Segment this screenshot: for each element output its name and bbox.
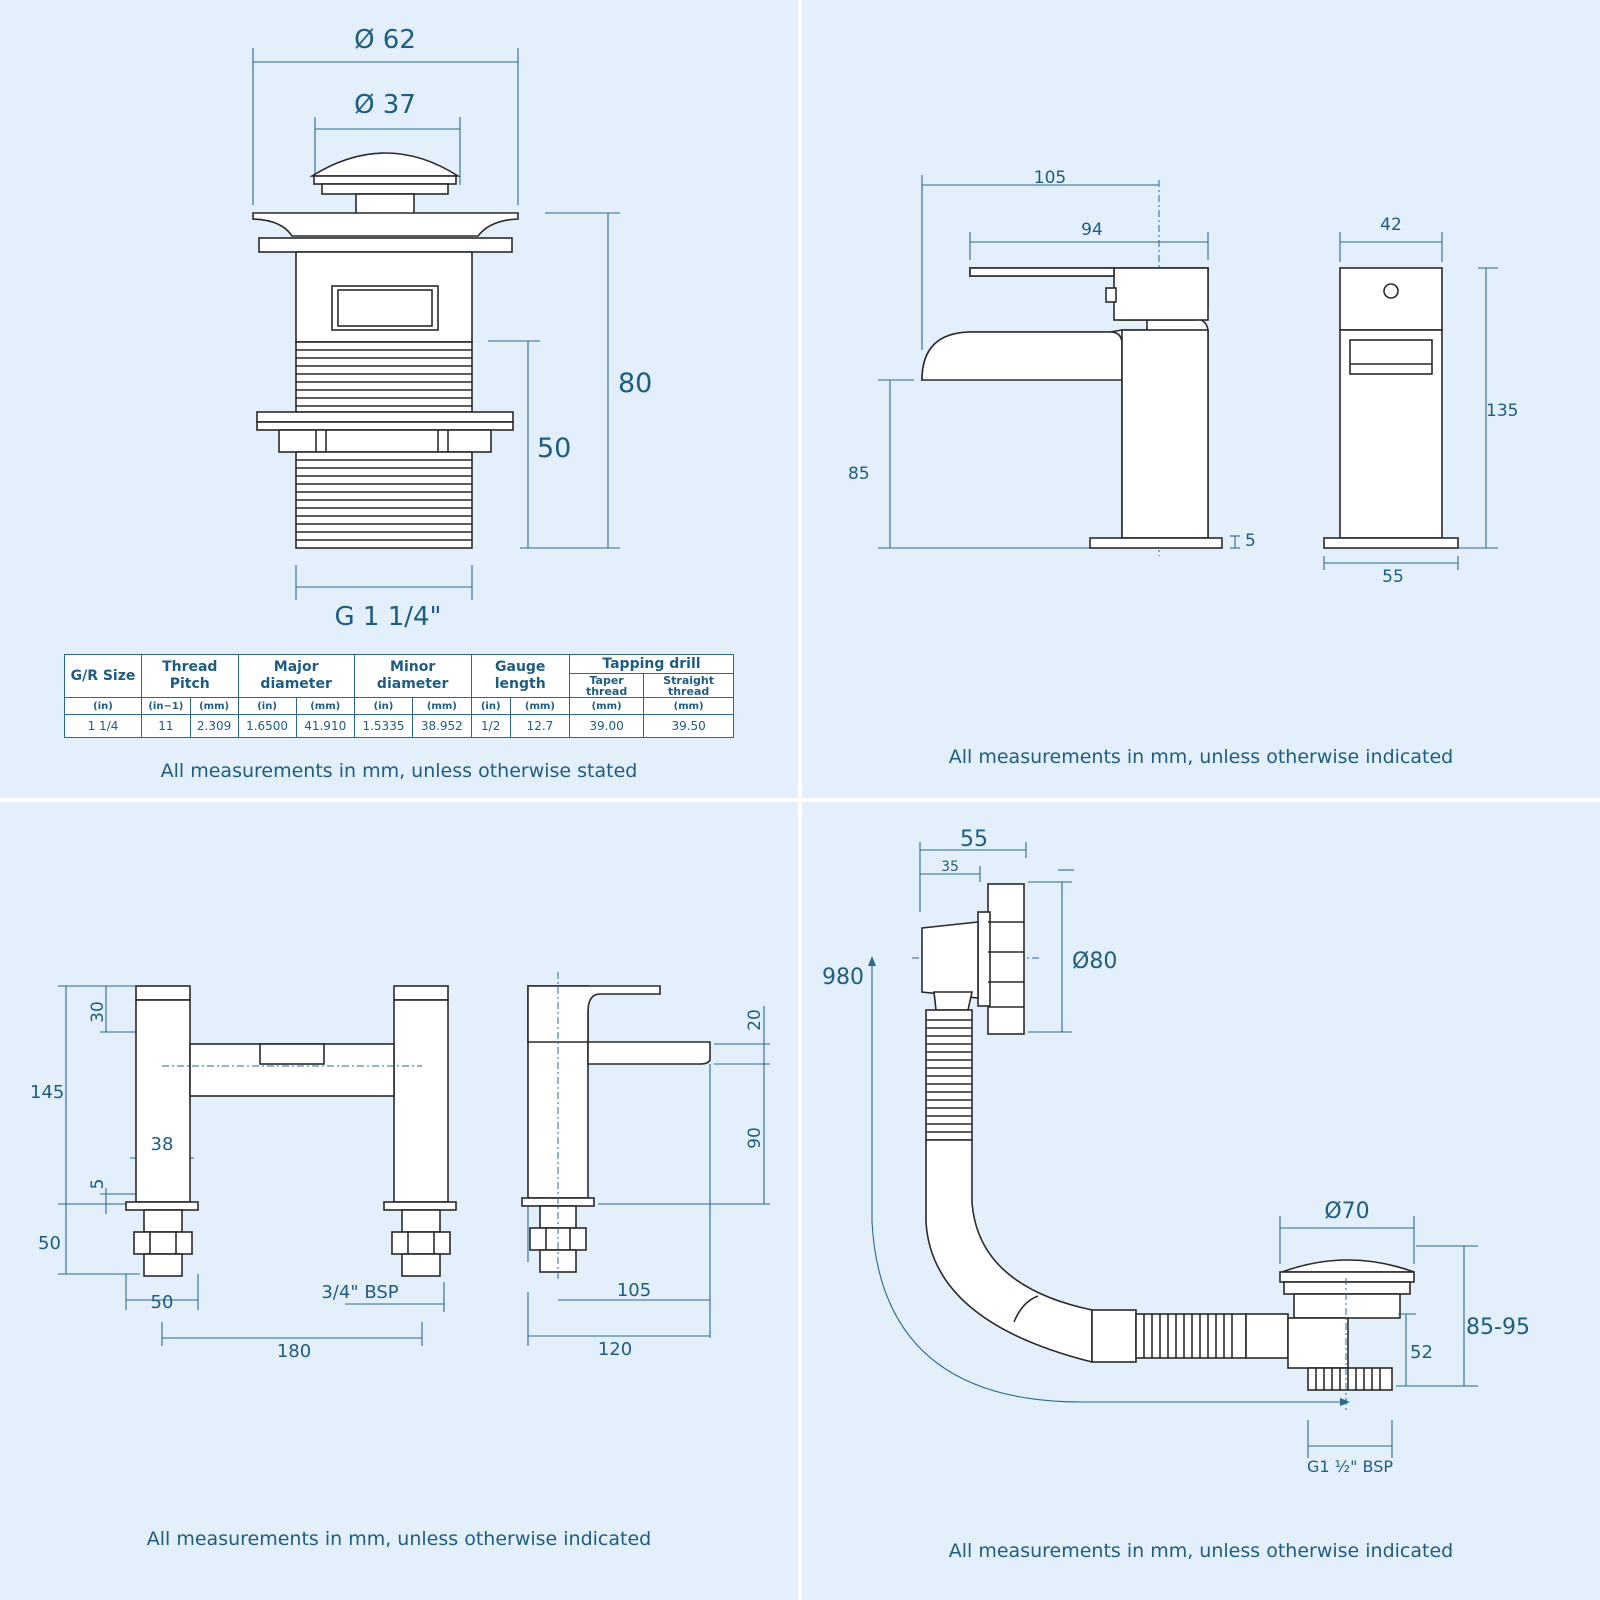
overflow-depth: 55	[960, 827, 988, 852]
waste-diameter: Ø70	[1324, 1199, 1369, 1224]
table-cell: 1.6500	[237, 714, 297, 738]
col-straight-thread: Straight thread	[643, 673, 734, 698]
pipe-length: 980	[822, 965, 864, 990]
panel-divider	[0, 798, 1600, 802]
col-thread-pitch: Thread Pitch	[141, 654, 239, 698]
bath-bsp: 3/4" BSP	[321, 1282, 398, 1303]
waste-tail-length: 52	[1410, 1342, 1433, 1363]
table-cell: 1 1/4	[64, 714, 142, 738]
table-unit: (mm)	[295, 697, 355, 715]
bath-centres: 180	[277, 1341, 311, 1362]
table-row: 1 1/4 11 2.309 1.6500 41.910 1.5335 38.9…	[64, 714, 734, 738]
table-unit: (in)	[470, 697, 511, 715]
bath-spout-thickness: 20	[745, 1009, 765, 1031]
col-gr-size: G/R Size	[64, 654, 142, 698]
table-cell: 1.5335	[353, 714, 414, 738]
bath-spout-height: 90	[745, 1127, 765, 1149]
bath-tail-width: 50	[151, 1292, 174, 1313]
table-cell: 12.7	[509, 714, 570, 738]
basin-caption: All measurements in mm, unless otherwise…	[948, 746, 1454, 768]
table-cell: 41.910	[295, 714, 355, 738]
table-unit: (mm)	[643, 697, 734, 715]
overflow-diameter: Ø80	[1072, 949, 1117, 974]
basin-body-width: 42	[1380, 215, 1402, 235]
bath-base-thickness: 5	[88, 1179, 108, 1190]
table-cell: 38.952	[412, 714, 472, 738]
table-unit: (mm)	[189, 697, 239, 715]
basin-base-width: 55	[1382, 567, 1404, 587]
waste-height: 80	[618, 368, 652, 399]
waste-thread-size: G 1 1/4"	[334, 602, 441, 632]
table-units-row: (in) (in−1) (mm) (in) (mm) (in) (mm) (in…	[64, 697, 734, 715]
bath-top-height: 30	[88, 1001, 108, 1023]
waste-height-range: 85-95	[1466, 1315, 1530, 1340]
panel-click-waste: Ø 62 Ø 37 80 50 G 1 1/4" G/R Size Thread…	[0, 0, 798, 798]
overflow-inner-depth: 35	[941, 859, 959, 875]
basin-height: 135	[1486, 401, 1518, 421]
panel-bath-filler: 30 145 38 5 50 50 180 3/4" BSP 20 90 105…	[0, 802, 798, 1600]
bath-tail-length: 50	[38, 1233, 61, 1254]
table-cell: 2.309	[189, 714, 239, 738]
table-unit: (mm)	[509, 697, 570, 715]
waste-caption: All measurements in mm, unless otherwise…	[160, 760, 638, 782]
table-unit: (in)	[64, 697, 142, 715]
table-unit: (in)	[353, 697, 414, 715]
bath-caption: All measurements in mm, unless otherwise…	[146, 1528, 652, 1550]
table-unit: (mm)	[412, 697, 472, 715]
table-unit: (mm)	[568, 697, 645, 715]
table-unit: (in−1)	[141, 697, 191, 715]
thread-spec-table: G/R Size Thread Pitch Major diameter Min…	[64, 654, 735, 738]
table-cell: 39.00	[568, 714, 645, 738]
bath-depth: 120	[598, 1339, 632, 1360]
bath-filler-drawing: 30 145 38 5 50 50 180 3/4" BSP 20 90 105…	[30, 972, 770, 1362]
table-unit: (in)	[237, 697, 297, 715]
bath-total-height: 145	[30, 1082, 64, 1103]
col-gauge-length: Gauge length	[470, 654, 570, 698]
waste-outer-diameter: Ø 62	[354, 25, 416, 55]
col-taper-thread: Taper thread	[568, 673, 645, 698]
waste-inner-diameter: Ø 37	[354, 90, 416, 120]
bath-body-width: 38	[151, 1134, 174, 1155]
col-tapping-drill: Tapping drill	[568, 654, 735, 674]
waste-thread-length: 50	[537, 433, 571, 464]
bath-waste-drawing: 55 35 Ø80 980 Ø70 85-95 52 G1 ½" BSP	[822, 827, 1530, 1476]
bath-waste-caption: All measurements in mm, unless otherwise…	[948, 1540, 1454, 1562]
panel-bath-waste-overflow: 55 35 Ø80 980 Ø70 85-95 52 G1 ½" BSP All…	[802, 802, 1600, 1600]
col-minor-diameter: Minor diameter	[353, 654, 472, 698]
waste-drawing: Ø 62 Ø 37 80 50 G 1 1/4"	[252, 25, 652, 632]
table-cell: 1/2	[470, 714, 511, 738]
waste-bsp: G1 ½" BSP	[1307, 1457, 1393, 1476]
basin-reach: 105	[1034, 168, 1066, 188]
col-major-diameter: Major diameter	[237, 654, 355, 698]
panel-basin-mixer: 105 94 42 85 135 5 55 All measurements i…	[802, 0, 1600, 798]
bath-reach: 105	[617, 1280, 651, 1301]
basin-spout-height: 85	[848, 464, 870, 484]
basin-spout-length: 94	[1081, 220, 1103, 240]
basin-base-thickness: 5	[1245, 531, 1256, 551]
table-cell: 39.50	[643, 714, 734, 738]
table-cell: 11	[141, 714, 191, 738]
basin-mixer-drawing: 105 94 42 85 135 5 55	[848, 168, 1518, 587]
